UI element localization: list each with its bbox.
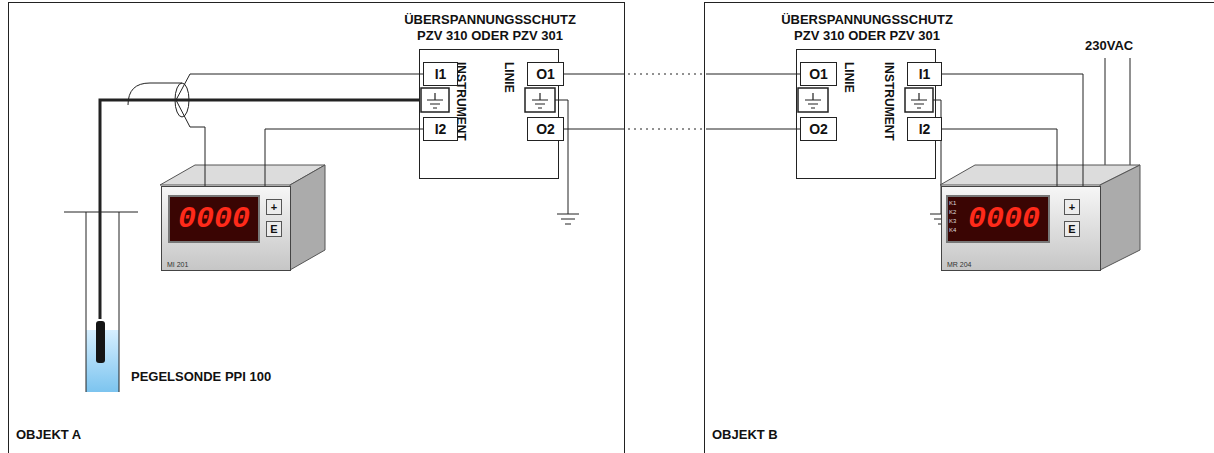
wire-segment [564, 74, 622, 75]
wire [564, 129, 800, 130]
wire-segment [942, 74, 1083, 186]
terminal-name: I2 [424, 121, 457, 137]
terminal: I1 [907, 62, 942, 86]
wire-segment [706, 74, 800, 75]
object-region: OBJEKT A ÜBERSPANNUNGSSCHUTZ PZV 310 ODER… [8, 2, 625, 453]
wire-segment [564, 129, 622, 130]
terminal: I2 [907, 117, 942, 141]
terminal: O2 [800, 117, 837, 141]
wire-segment [942, 129, 1057, 186]
ground-terminals [421, 88, 933, 112]
side-label: INSTRUMENT [882, 62, 896, 141]
model-name: MI 201 [167, 261, 188, 269]
object-region: OBJEKT B ÜBERSPANNUNGSSCHUTZ PZV 310 ODER… [704, 2, 1214, 453]
terminal: O2 [527, 117, 564, 141]
display-housing [160, 165, 1140, 270]
wire-segment [622, 129, 706, 130]
relay-label: K4 [949, 227, 956, 234]
wire [564, 74, 800, 75]
region-label: OBJEKT A [16, 427, 81, 443]
voltage-label: 230VAC [1085, 38, 1133, 54]
button-label: + [266, 199, 282, 215]
relay-label: K1 [949, 200, 956, 207]
button-label: E [266, 221, 282, 237]
display-digits: 0000 [170, 199, 258, 239]
wire-segment [100, 74, 423, 319]
terminal: I1 [423, 62, 458, 86]
wire [100, 100, 419, 319]
probe-body [96, 321, 105, 363]
display-digits: 0000 [960, 199, 1048, 239]
mains-wires [1105, 58, 1130, 172]
panel-display: 0000 + E MI 201 [161, 186, 291, 271]
wire [942, 74, 1083, 186]
relay-label: K2 [949, 209, 956, 216]
device-heading: ÜBERSPANNUNGSSCHUTZ PZV 310 ODER PZV 301 [400, 12, 580, 44]
model-name: MR 204 [947, 261, 972, 269]
surge-protector: ÜBERSPANNUNGSSCHUTZ PZV 310 ODER PZV 301… [796, 49, 936, 179]
terminal-name: O1 [801, 66, 836, 82]
wire [100, 74, 423, 319]
terminal: O1 [527, 62, 564, 86]
button-label: + [1064, 199, 1080, 215]
relay-label: K3 [949, 218, 956, 225]
terminal-name: I1 [424, 66, 457, 82]
wire-segment [100, 100, 419, 319]
terminal-name: O1 [528, 66, 563, 82]
device-heading: ÜBERSPANNUNGSSCHUTZ PZV 310 ODER PZV 301 [777, 12, 957, 44]
wire-segment [265, 129, 423, 186]
wire-segment [622, 74, 706, 75]
terminal: I2 [423, 117, 458, 141]
button-label: E [1064, 221, 1080, 237]
wire [265, 129, 423, 186]
region-label: OBJEKT B [712, 427, 778, 443]
ground-symbols [427, 93, 927, 108]
terminal-name: I1 [908, 66, 941, 82]
wire-segment [706, 129, 800, 130]
wire [942, 129, 1057, 186]
surge-protector: ÜBERSPANNUNGSSCHUTZ PZV 310 ODER PZV 301… [419, 49, 559, 179]
terminal-name: I2 [908, 121, 941, 137]
level-probe: PEGELSONDE PPI 100 [93, 319, 303, 389]
terminal: O1 [800, 62, 837, 86]
probe-label: PEGELSONDE PPI 100 [131, 369, 271, 385]
side-label: LINIE [502, 62, 516, 93]
terminal-name: O2 [801, 121, 836, 137]
terminal-name: O2 [528, 121, 563, 137]
side-label: LINIE [842, 62, 856, 93]
panel-display: K1K2K3K4 0000 + E MR 204 [941, 186, 1101, 271]
